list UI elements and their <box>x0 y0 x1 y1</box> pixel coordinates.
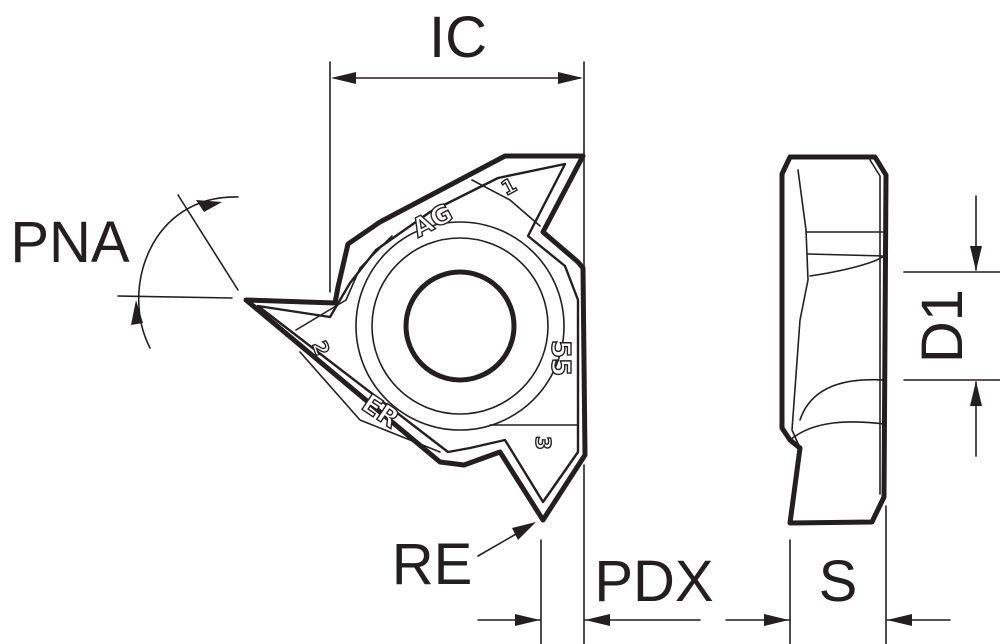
hole-outer-ring <box>355 221 565 431</box>
hole-middle-ring <box>371 237 549 415</box>
re-dimension: RE <box>392 522 536 597</box>
side-relief-line <box>791 169 809 449</box>
land-line-left <box>295 235 393 331</box>
clamping-hole <box>403 269 517 383</box>
d1-dimension: D1 <box>903 195 1000 457</box>
engraving-corner-bottom: 3 <box>531 436 555 450</box>
side-chamfer-line <box>869 159 881 495</box>
s-arrow-left <box>764 614 789 626</box>
land-line-lower <box>299 351 441 453</box>
insert-outline <box>243 153 588 523</box>
s-arrow-right <box>887 614 912 626</box>
re-label: RE <box>392 532 473 597</box>
pna-arc <box>137 196 239 349</box>
side-face-curve-1 <box>809 255 885 277</box>
chipbreaker-contour <box>256 162 580 504</box>
pdx-arrow-left <box>515 614 540 626</box>
ic-arrow-right <box>558 72 583 84</box>
pna-arrow-top <box>196 200 222 212</box>
s-label: S <box>819 549 858 614</box>
engraving-right: 55 <box>545 340 575 376</box>
d1-arrow-top <box>970 246 982 271</box>
d1-label: D1 <box>910 289 975 363</box>
ic-dimension: IC <box>329 5 585 456</box>
ic-arrow-left <box>331 72 356 84</box>
pdx-label: PDX <box>594 549 713 614</box>
pna-dimension: PNA <box>10 194 239 349</box>
ic-label: IC <box>429 5 487 70</box>
insert-side-view <box>779 154 889 526</box>
land-line-top <box>471 179 541 227</box>
side-face-line-2 <box>807 253 885 257</box>
pna-arrow-bottom <box>131 300 143 325</box>
d1-arrow-bottom <box>970 381 982 406</box>
side-face-curve-3 <box>789 421 885 441</box>
pna-label: PNA <box>10 210 130 275</box>
re-arrow <box>512 522 536 540</box>
pdx-arrow-right <box>585 614 610 626</box>
pna-reference-line <box>117 295 233 299</box>
side-view-outline <box>779 154 889 526</box>
engraving-corner-top: 1 <box>497 173 521 201</box>
pdx-dimension: PDX <box>477 464 714 644</box>
side-face-curve-2 <box>799 378 885 421</box>
s-dimension: S <box>725 505 951 644</box>
pna-extension-line <box>177 194 239 291</box>
insert-top-view: AG 55 ER 1 2 3 <box>243 153 588 523</box>
